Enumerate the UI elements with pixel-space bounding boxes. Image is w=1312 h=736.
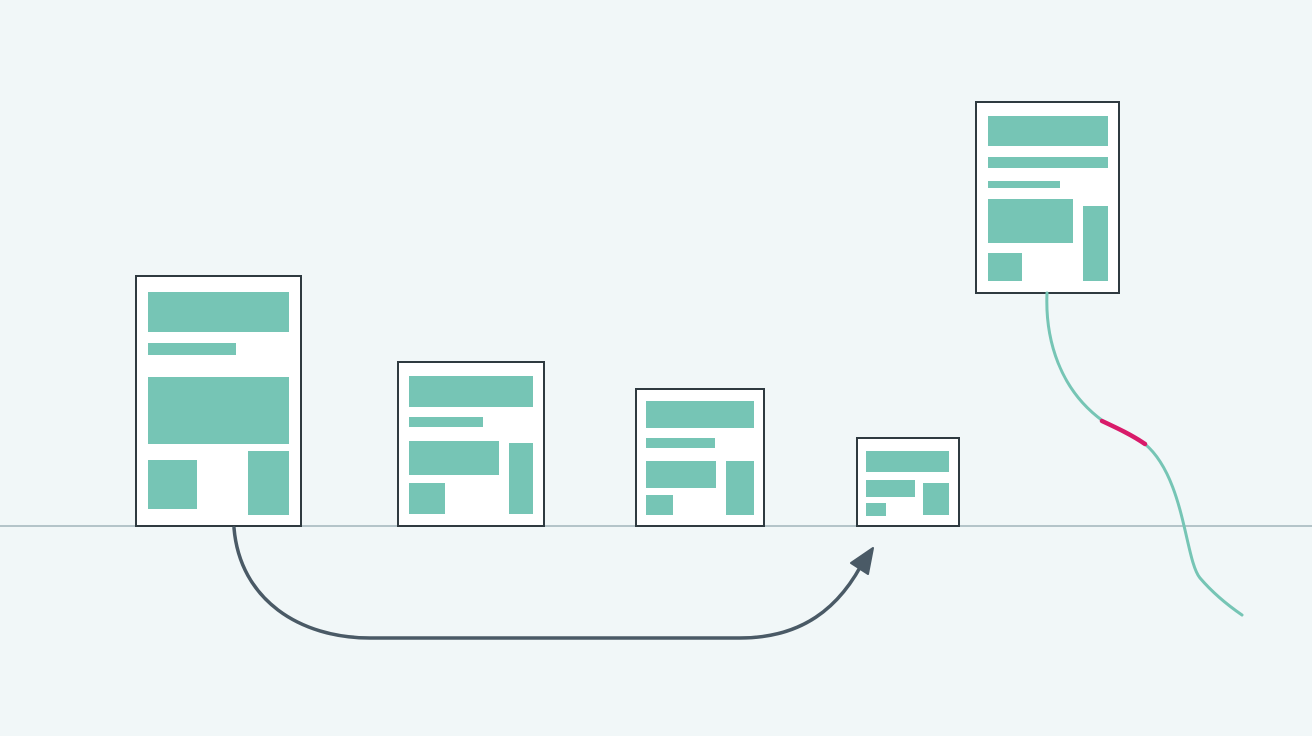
document-block — [923, 483, 949, 515]
document-block — [1083, 206, 1108, 281]
document-block — [509, 443, 533, 514]
document-block — [248, 451, 289, 515]
document-icon — [135, 275, 302, 527]
document-block — [988, 157, 1108, 168]
document-block — [148, 460, 197, 509]
document-block — [148, 343, 236, 355]
connector-curve-highlight — [1099, 418, 1148, 447]
document-block — [646, 438, 715, 448]
document-block — [866, 480, 915, 497]
document-block — [866, 451, 949, 472]
document-block — [409, 376, 533, 407]
document-block — [646, 461, 716, 488]
curved-arrow-icon — [232, 526, 868, 640]
document-block — [988, 199, 1073, 243]
document-block — [646, 495, 673, 515]
document-block — [409, 417, 483, 427]
document-block — [148, 292, 289, 332]
document-block — [988, 181, 1060, 188]
document-icon — [397, 361, 545, 527]
document-block — [409, 441, 499, 475]
document-block — [148, 377, 289, 444]
arrow-head — [850, 547, 874, 575]
document-icon — [635, 388, 765, 527]
document-block — [866, 503, 886, 516]
document-icon — [856, 437, 960, 527]
document-block — [988, 253, 1022, 281]
document-block — [726, 461, 754, 515]
document-icon — [975, 101, 1120, 294]
document-block — [409, 483, 445, 514]
document-block — [646, 401, 754, 428]
document-block — [988, 116, 1108, 146]
